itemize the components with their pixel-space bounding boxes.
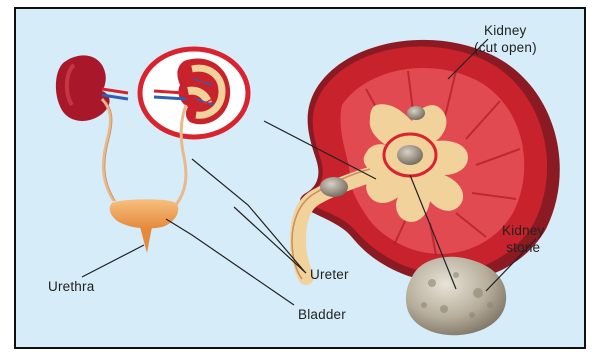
diagram-frame: Kidney (cut open) Kidney stone Ureter Ur…	[14, 7, 586, 349]
label-kidney-stone-line2: stone	[502, 239, 544, 256]
label-kidney-cut-open: Kidney (cut open)	[474, 22, 537, 56]
label-kidney-stone-line1: Kidney	[502, 222, 544, 239]
label-urethra: Urethra	[48, 279, 94, 294]
bladder-icon	[110, 199, 179, 253]
label-bladder: Bladder	[298, 307, 346, 322]
circled-kidney-icon	[140, 49, 248, 205]
label-kidney-stone: Kidney stone	[502, 222, 544, 256]
label-kidney-cut-open-line2: (cut open)	[474, 39, 537, 56]
left-kidney-icon	[56, 55, 128, 201]
label-kidney-cut-open-line1: Kidney	[474, 22, 537, 39]
urinary-system-illustration	[16, 9, 584, 347]
label-ureter: Ureter	[310, 267, 349, 282]
